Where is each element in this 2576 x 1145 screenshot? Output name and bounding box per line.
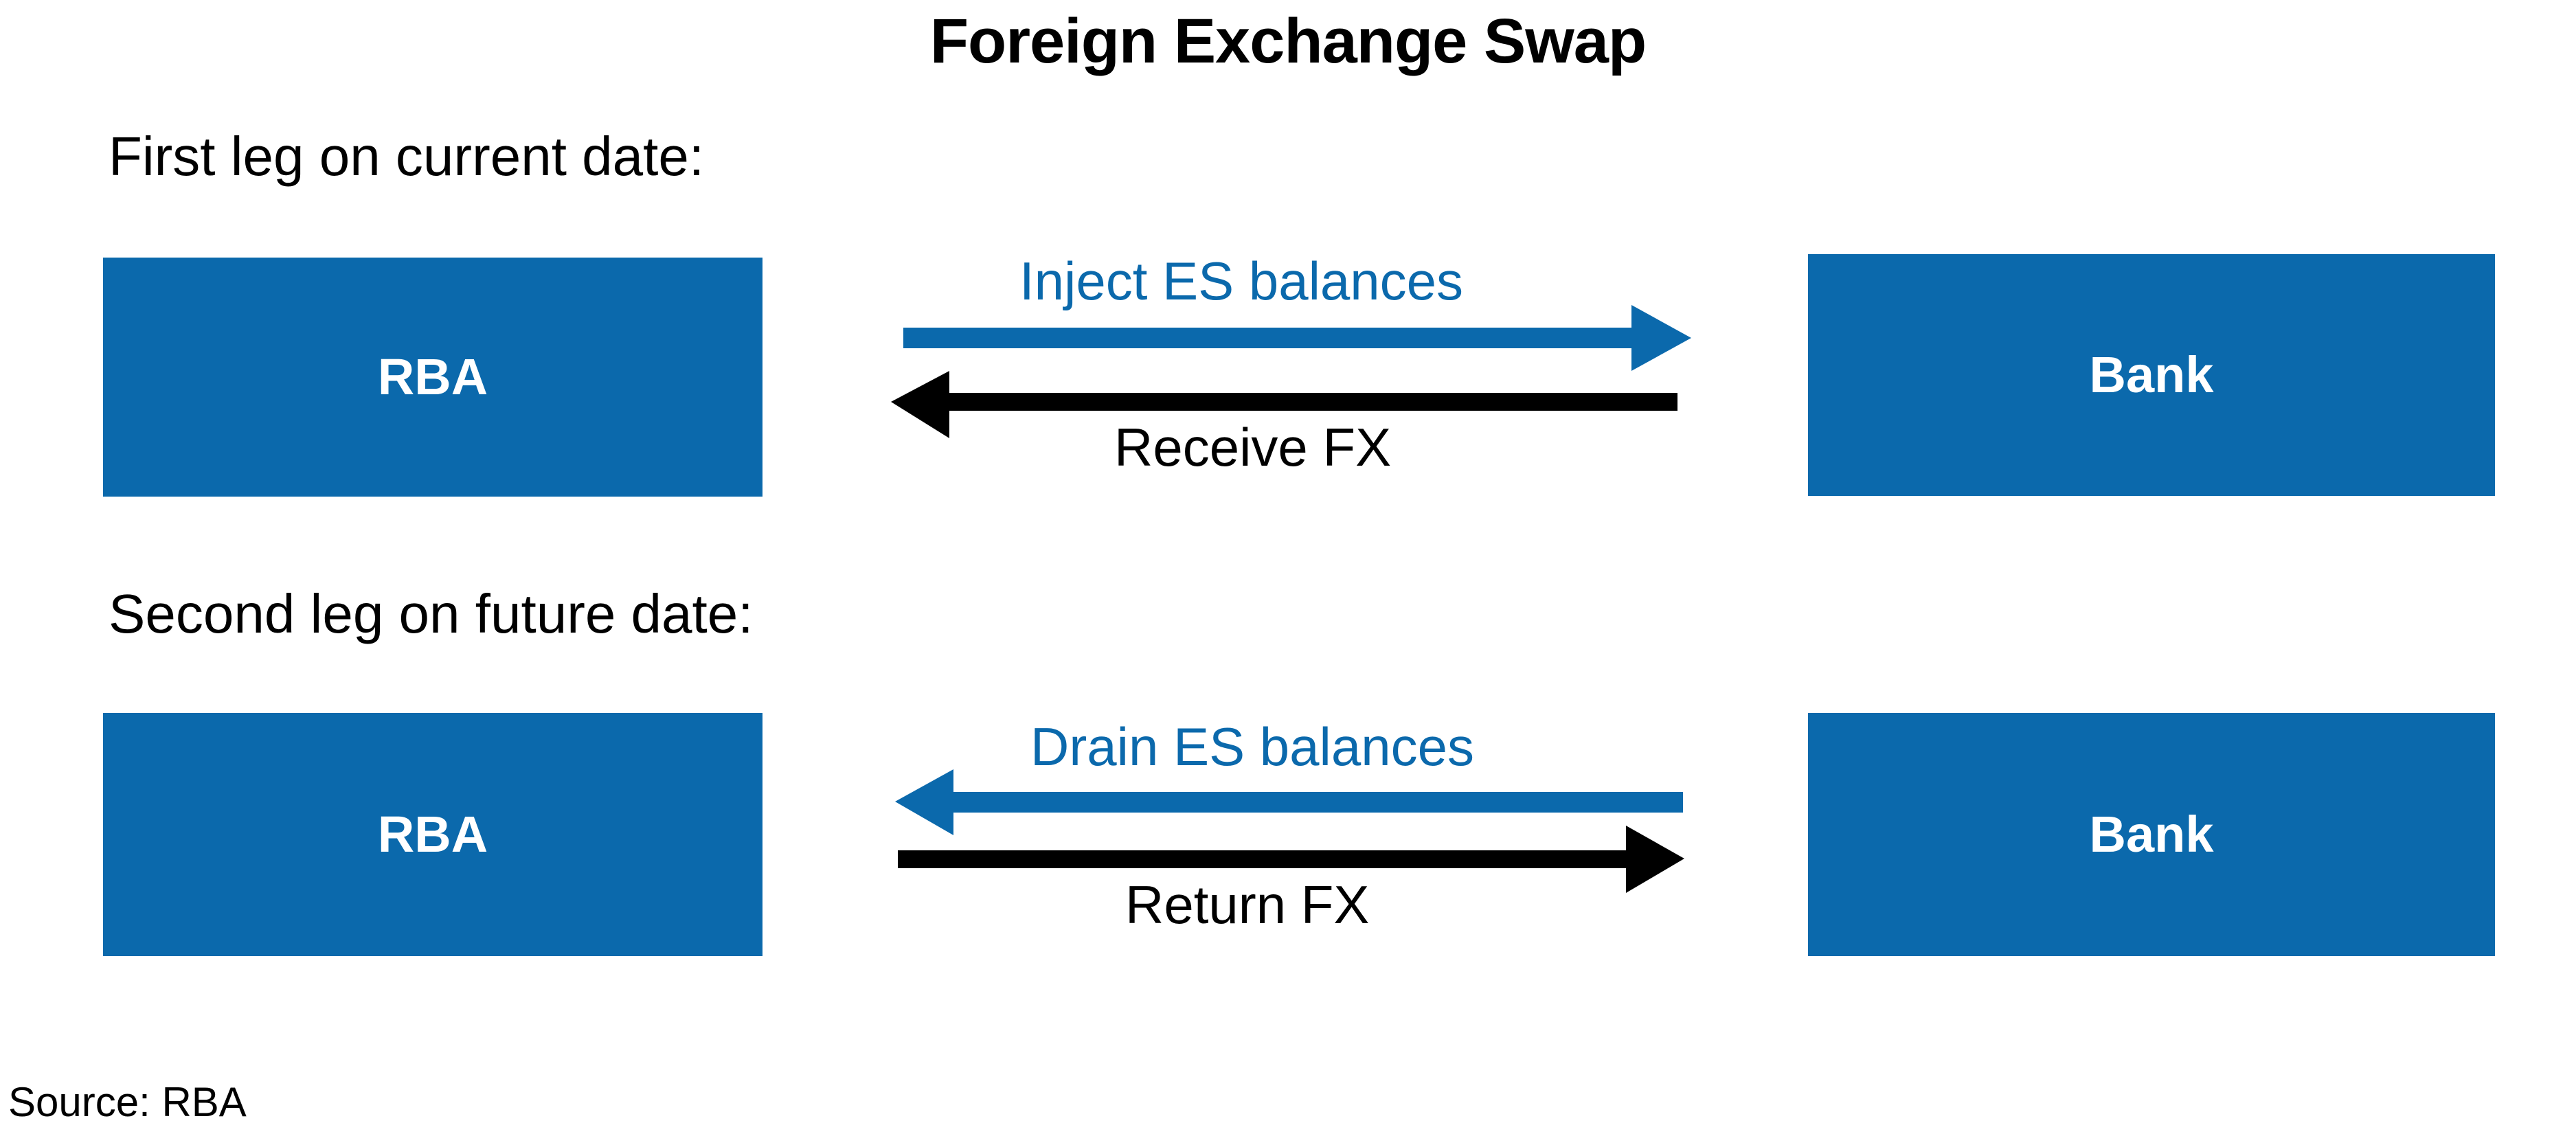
entity-box-rba-second-leg: RBA xyxy=(103,713,762,956)
entity-box-rba-first-leg: RBA xyxy=(103,258,762,497)
entity-label-bank: Bank xyxy=(2089,346,2214,403)
flow-label-drain-es-balances: Drain ES balances xyxy=(1030,716,1475,777)
entity-box-bank-first-leg: Bank xyxy=(1808,254,2495,496)
entity-label-rba: RBA xyxy=(377,806,488,863)
flow-label-receive-fx: Receive FX xyxy=(1114,417,1392,477)
arrow-inject-es-balances-right xyxy=(903,305,1691,371)
leg-caption-first: First leg on current date: xyxy=(109,126,705,187)
page-title: Foreign Exchange Swap xyxy=(929,6,1647,76)
entity-label-bank: Bank xyxy=(2089,806,2214,863)
leg-caption-second: Second leg on future date: xyxy=(109,583,754,644)
arrow-drain-es-balances-left xyxy=(895,769,1683,835)
flow-label-return-fx: Return FX xyxy=(1125,874,1370,935)
source-note: Source: RBA xyxy=(8,1079,247,1125)
entity-box-bank-second-leg: Bank xyxy=(1808,713,2495,956)
flow-label-inject-es-balances: Inject ES balances xyxy=(1019,251,1464,311)
entity-label-rba: RBA xyxy=(377,348,488,405)
